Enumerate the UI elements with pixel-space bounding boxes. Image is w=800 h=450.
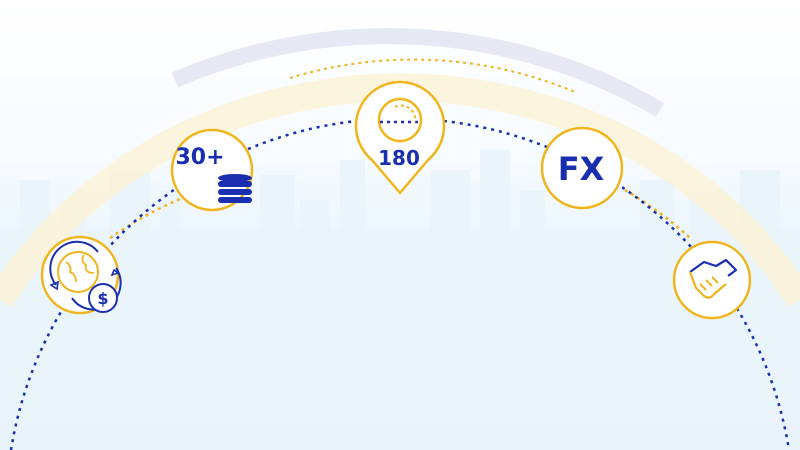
- fx-label: FX: [558, 150, 605, 188]
- node-currencies: 30+: [170, 128, 254, 212]
- currencies-label: 30+: [175, 145, 224, 170]
- node-global-payments: $: [40, 235, 122, 315]
- node-partnership: [672, 240, 752, 320]
- countries-label: 180: [378, 146, 420, 170]
- city-skyline: [0, 150, 800, 450]
- globe-dollar-icon: $: [49, 240, 122, 313]
- gold-dotted-right: [624, 188, 691, 239]
- node-countries: 180: [354, 80, 446, 195]
- svg-text:$: $: [97, 289, 108, 308]
- handshake-icon: [688, 258, 738, 299]
- gold-dotted-arc: [289, 58, 576, 93]
- lavender-arc: [171, 28, 665, 117]
- node-fx: FX: [540, 126, 624, 210]
- database-icon: [218, 174, 252, 203]
